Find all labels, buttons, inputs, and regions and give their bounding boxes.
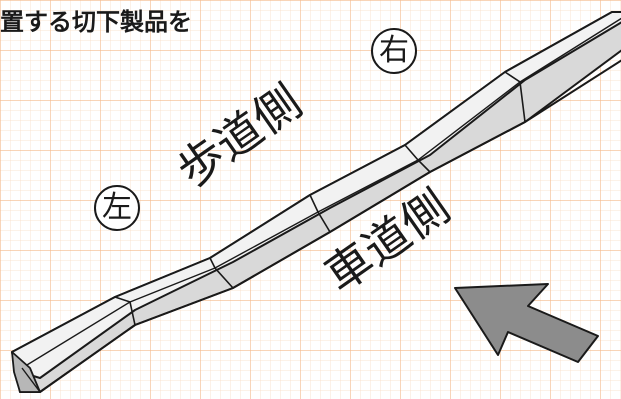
curb-top-surface	[11, 11, 621, 379]
left-label: 左	[94, 185, 140, 231]
curb-end-line	[21, 367, 41, 393]
arrow-up-left-icon	[454, 283, 599, 363]
curb-joints	[114, 71, 526, 326]
heading-text: 置する切下製品を	[0, 8, 192, 36]
right-label: 右	[371, 28, 417, 74]
